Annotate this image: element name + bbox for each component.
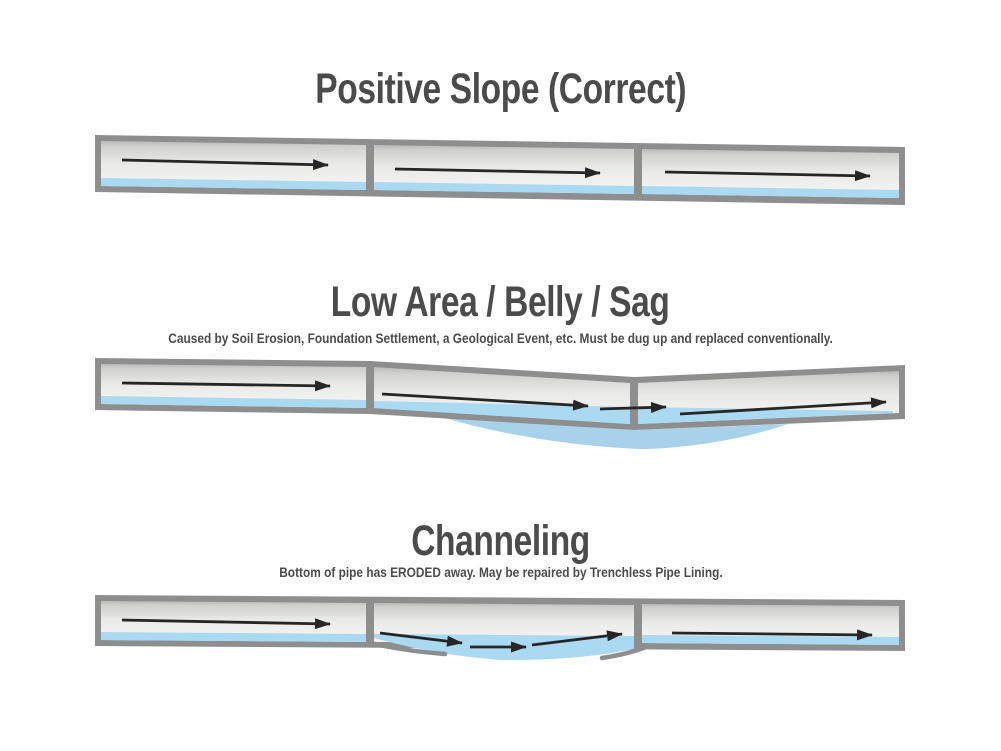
pipe-segment-interior: [374, 145, 634, 194]
flow-arrow-icon: [664, 170, 871, 182]
flow-arrow-icon: [394, 167, 601, 179]
section-subtitle-belly-sag-text: Caused by Soil Erosion, Foundation Settl…: [168, 331, 833, 346]
standing-water-belly: [445, 418, 788, 449]
section-title-belly-sag: Low Area / Belly / Sag: [0, 281, 1001, 324]
flow-arrow-icon: [671, 629, 873, 641]
eroded-bottom-edge: [367, 640, 448, 657]
water-strip: [642, 635, 899, 645]
flow-arrow-icon: [121, 380, 331, 392]
flow-arrow-icon: [381, 392, 589, 411]
water-wedge-after-sag: [638, 407, 893, 424]
section-subtitle-belly-sag: Caused by Soil Erosion, Foundation Settl…: [0, 331, 1001, 347]
section-title-positive-slope-text: Positive Slope (Correct): [315, 65, 686, 113]
section-title-channeling-text: Channeling: [411, 517, 590, 565]
section-title-positive-slope: Positive Slope (Correct): [0, 68, 1001, 111]
flow-arrow-icon: [121, 158, 329, 171]
section-title-channeling: Channeling: [0, 520, 1001, 563]
pipe-diagram-positive-slope: [95, 135, 905, 205]
water-strip: [101, 396, 366, 408]
flow-arrow-icon: [531, 630, 623, 647]
water-strip: [374, 182, 634, 194]
flow-arrow-icon: [121, 618, 331, 630]
section-subtitle-channeling-text: Bottom of pipe has ERODED away. May be r…: [278, 565, 723, 580]
pipe-segment-interior: [101, 141, 366, 190]
water-strip: [642, 186, 899, 198]
flow-arrow-icon: [379, 631, 463, 647]
pipe-diagram-belly-sag: [95, 358, 905, 449]
pipe-diagram-channeling: [95, 595, 905, 661]
water-strip: [101, 632, 366, 642]
section-title-belly-sag-text: Low Area / Belly / Sag: [331, 278, 670, 326]
eroded-bottom-edge: [599, 644, 649, 661]
flow-arrow-icon: [599, 401, 667, 413]
flow-arrow-icon: [679, 397, 887, 416]
pipe-segment-interior: [374, 603, 634, 643]
water-deepening-in-sag: [374, 401, 630, 424]
water-strip: [101, 178, 366, 190]
section-subtitle-channeling: Bottom of pipe has ERODED away. May be r…: [0, 565, 1001, 581]
